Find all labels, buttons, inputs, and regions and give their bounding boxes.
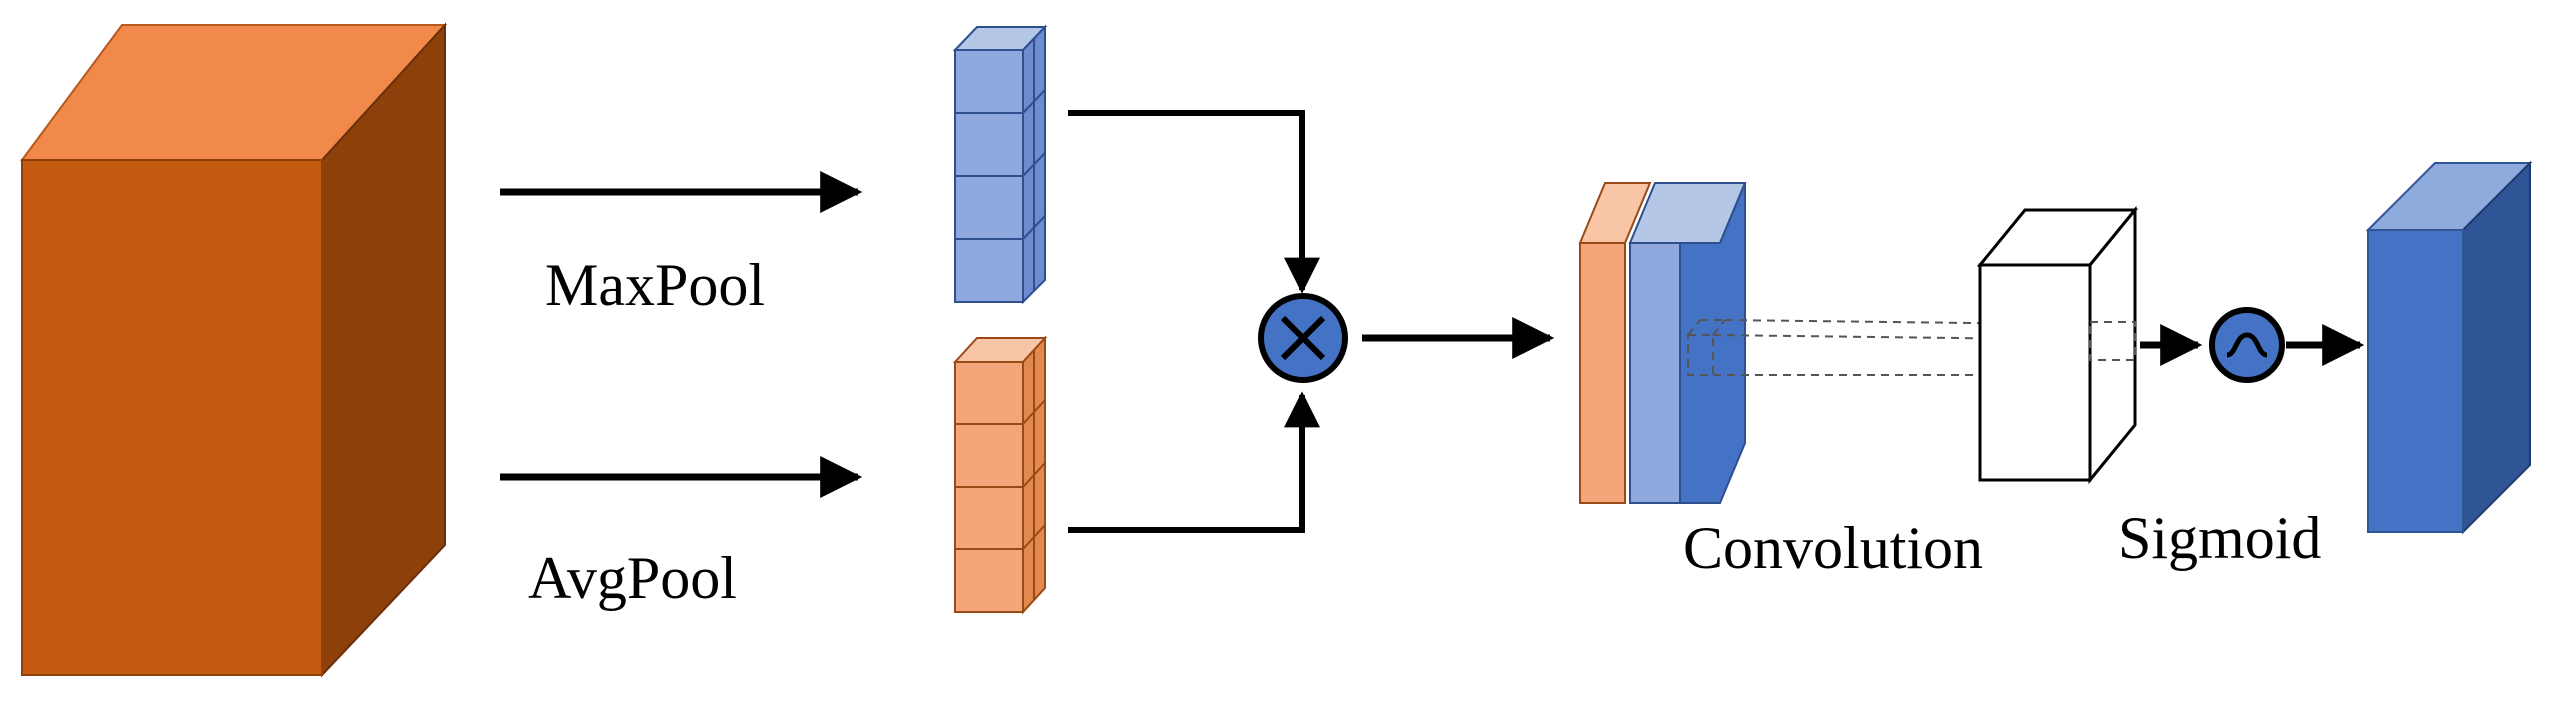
convolution-output-cuboid (1976, 205, 2139, 485)
sigmoid-label: Sigmoid (2118, 505, 2321, 571)
avgpool-feature-column (952, 335, 1048, 615)
avgpool-to-multiply-arrow (1068, 391, 1320, 533)
concatenated-feature-maps (1578, 182, 1747, 504)
maxpool-feature-column (952, 24, 1048, 305)
avgpool-label: AvgPool (528, 545, 737, 611)
circle-times-icon (1258, 293, 1348, 383)
sigmoid-wave-icon (2209, 307, 2285, 383)
input-feature-map (20, 22, 448, 678)
maxpool-label: MaxPool (545, 252, 765, 318)
convolution-label: Convolution (1683, 515, 1983, 581)
spatial-attention-output (2365, 160, 2533, 535)
maxpool-to-multiply-arrow (1068, 110, 1320, 294)
